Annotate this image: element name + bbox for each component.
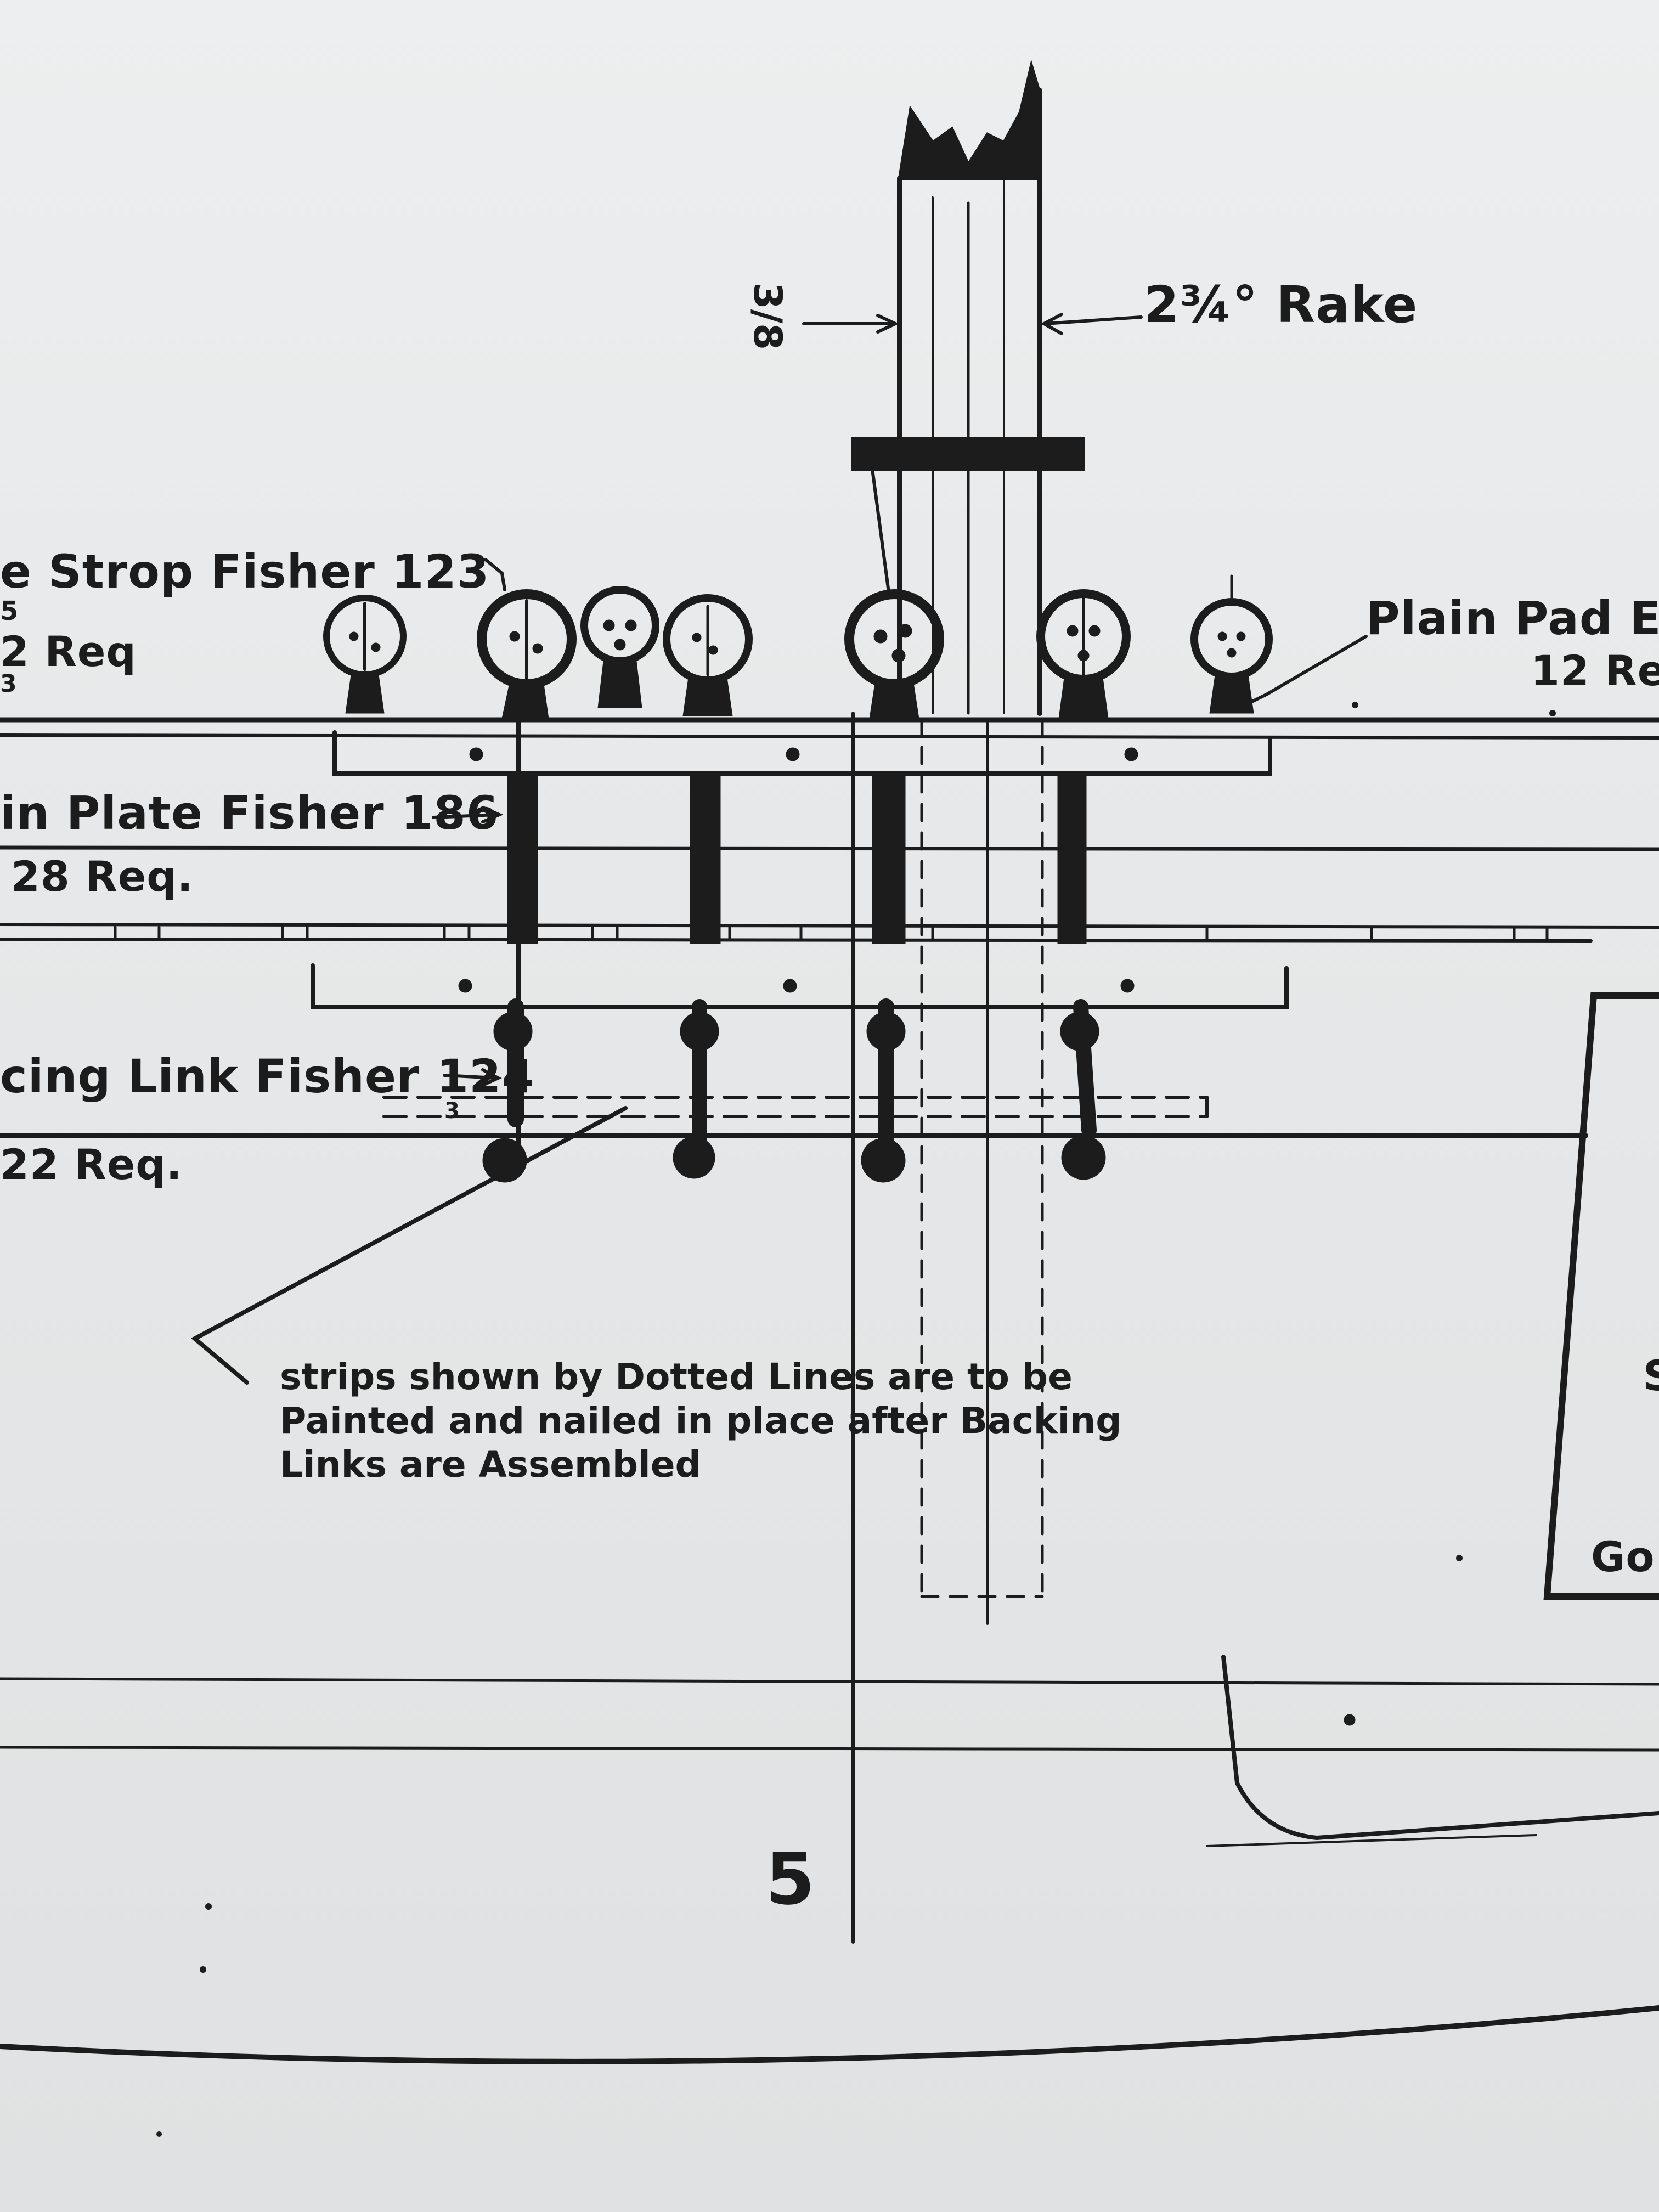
mast-width-label: 3/8: [745, 283, 790, 350]
note-line-1: strips shown by Dotted Lines are to be: [280, 1356, 1073, 1398]
leader-plain-pad: [1244, 635, 1368, 707]
deadeye-7: [1190, 574, 1273, 714]
note-line-3: Links are Assembled: [280, 1443, 701, 1486]
backing-link-fisher-label: cing Link Fisher 124: [0, 1049, 534, 1103]
deadeye-3: [580, 586, 659, 708]
mast-width-dimension: [802, 314, 900, 334]
mast-band: [851, 437, 1085, 594]
chain-plate-2: [673, 773, 721, 1179]
deadeye-2: [477, 589, 577, 719]
chain-plate-1: [482, 710, 538, 1183]
assembly-note: strips shown by Dotted Lines are to be P…: [280, 1355, 1121, 1487]
plain-pad-label: Plain Pad E: [1366, 591, 1659, 645]
hull-lines: [0, 1655, 1659, 2064]
upper-chain-plate-board: [332, 730, 1272, 776]
leader-backing-link: [443, 1068, 502, 1087]
page-number: 5: [765, 1837, 815, 1921]
chain-plate-3: [861, 773, 906, 1183]
backing-link-req-label: 22 Req.: [0, 1140, 183, 1189]
deadeye-6: [1036, 589, 1131, 719]
pin-plate-fisher-label: in Plate Fisher 186: [0, 786, 499, 840]
strop-fisher-label: e Strop Fisher 123: [0, 545, 490, 599]
deadeye-1: [323, 595, 407, 714]
leader-pin-plate: [432, 806, 504, 823]
right-box-text-1: S: [1643, 1351, 1659, 1400]
plain-pad-req-label: 12 Re: [1531, 646, 1659, 695]
strop-fragment-b: 3: [0, 670, 18, 698]
mast: [897, 59, 1042, 716]
right-box-text-2: Go: [1591, 1532, 1655, 1581]
deck-strip-ticks: [114, 926, 1549, 941]
backing-link-fraction: 3: [444, 1098, 460, 1124]
note-leader: [190, 1106, 628, 1385]
pin-plate-req-label: 28 Req.: [11, 852, 194, 901]
rail-lines: [0, 717, 1659, 943]
mast-hidden-lines: [920, 717, 1044, 1598]
deadeye-4: [663, 594, 753, 716]
hull-dot: [1344, 1714, 1356, 1726]
lower-backing-board: [311, 963, 1289, 1009]
right-detail-box: [1543, 992, 1659, 1600]
chain-plate-4: [1057, 773, 1106, 1180]
stray-marks: [156, 702, 1556, 2137]
strop-req-label: 2 Req: [0, 627, 137, 676]
deadeye-5: [844, 589, 944, 719]
note-line-2: Painted and nailed in place after Backin…: [280, 1400, 1122, 1442]
strop-fraction-fragment: 5: [0, 596, 19, 627]
rake-label: 2¾° Rake: [1144, 275, 1418, 334]
rake-dimension: [1040, 313, 1143, 335]
leader-strop: [484, 558, 506, 591]
